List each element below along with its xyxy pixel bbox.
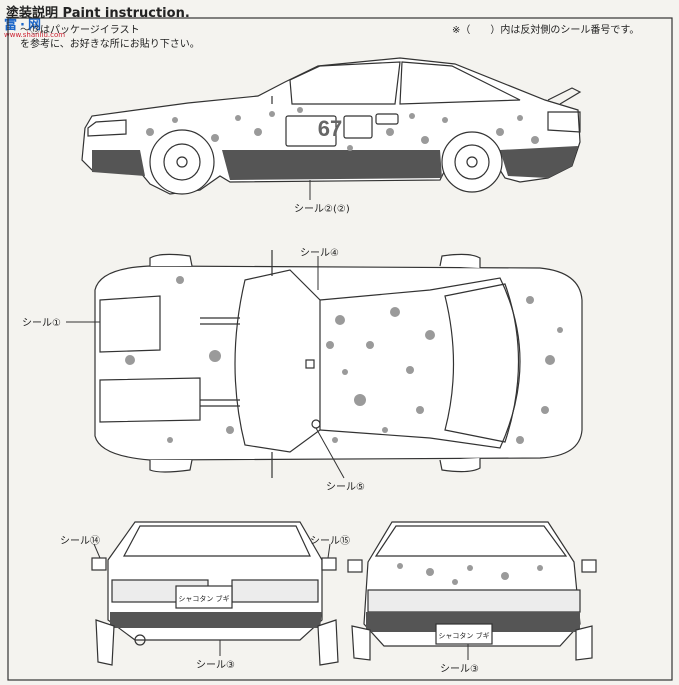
- rear-body: [107, 521, 323, 641]
- top-rear-window: [444, 283, 520, 443]
- front-tire-left: [351, 625, 371, 661]
- rear-plate-decal: [175, 585, 233, 609]
- rear-bumper: [110, 612, 322, 628]
- top-rear-fender-left: [439, 253, 481, 268]
- side-headlight: [87, 119, 127, 137]
- rear-plate-text: シャコタン ブギ: [178, 594, 229, 603]
- watermark-main: 富·网: [4, 18, 44, 33]
- side-rear-skirt: [500, 146, 578, 178]
- callout-decal-14: シール⑭: [60, 536, 100, 547]
- front-tire-right: [575, 625, 593, 661]
- front-polka-dots: [397, 563, 543, 585]
- side-front-hub: [163, 143, 201, 181]
- rear-tire-left: [95, 619, 115, 666]
- callout-side-decal-2: シール②(②): [294, 204, 350, 215]
- rear-window: [123, 525, 311, 557]
- top-decal-7: [99, 377, 201, 423]
- front-windshield: [374, 525, 568, 557]
- callout-front-decal-3: シール③: [440, 664, 479, 675]
- side-front-window: [289, 61, 401, 105]
- front-plate-decal: [435, 623, 493, 645]
- front-mirror-right: [581, 559, 597, 573]
- rear-tire-right: [317, 619, 339, 666]
- rear-leader-14: [93, 543, 101, 559]
- instruction-line-1: ～⑬はパッケージイラスト: [20, 25, 140, 36]
- instruction-note: ～⑬はパッケージイラスト を参考に、お好きな所にお貼り下さい。: [20, 24, 200, 52]
- callout-decal-1: シール①: [22, 318, 61, 329]
- side-view-car: [81, 57, 582, 195]
- top-front-fender-left: [149, 253, 193, 267]
- instruction-line-2: を参考に、お好きな所にお貼り下さい。: [20, 39, 200, 50]
- side-number-note: ※（ ）内は反対側のシール番号です。: [452, 25, 640, 36]
- top-rear-fender-right: [439, 458, 481, 473]
- top-windshield: [234, 269, 321, 453]
- rear-taillight-right: [231, 579, 319, 603]
- top-roof: [319, 277, 521, 449]
- side-decal-6: [285, 115, 337, 147]
- watermark-url: www.shanliu.com: [4, 31, 66, 39]
- top-front-fender-right: [149, 459, 193, 473]
- callout-rear-decal-3: シール③: [196, 660, 235, 671]
- side-front-wheel: [149, 129, 215, 195]
- watermark-logo: 富·网 www.shanliu.com: [4, 14, 66, 39]
- rear-leader-15: [327, 543, 331, 559]
- rear-mirror-left: [91, 557, 107, 571]
- top-polka-dots: [125, 276, 563, 444]
- side-decal-small: [375, 113, 399, 125]
- top-leader-5: [315, 427, 345, 479]
- front-mirror-left: [347, 559, 363, 573]
- side-front-center: [176, 156, 188, 168]
- top-decal-4-mark: [305, 359, 315, 369]
- side-polka-dots: [146, 107, 539, 151]
- callout-decal-4: シール④: [300, 248, 339, 259]
- callout-decal-5: シール⑤: [326, 482, 365, 493]
- page-title: 塗装説明 Paint instruction.: [6, 6, 190, 21]
- front-plate-text: シャコタン ブギ: [438, 631, 489, 640]
- callout-decal-15: シール⑮: [310, 536, 350, 547]
- front-bumper: [366, 612, 580, 632]
- side-decal-number: 67: [318, 116, 342, 141]
- front-grille: [367, 589, 581, 613]
- side-front-skirt: [92, 150, 145, 176]
- side-rear-wheel: [441, 131, 503, 193]
- top-view-car: [94, 250, 583, 478]
- front-view-car: [347, 521, 597, 661]
- side-rear-center: [466, 156, 478, 168]
- side-rear-hub: [454, 144, 490, 180]
- top-decal-6: [99, 295, 161, 353]
- rear-view-car: [91, 521, 339, 666]
- side-rear-window: [399, 61, 521, 105]
- diagram-frame: [7, 17, 673, 681]
- top-body: [94, 265, 583, 461]
- rear-exhaust: [134, 634, 146, 646]
- side-decal-7: [343, 115, 373, 139]
- rear-mirror-right: [321, 557, 337, 571]
- side-spoiler: [547, 87, 582, 105]
- side-rocker-band: [222, 150, 442, 180]
- side-taillight: [547, 111, 581, 133]
